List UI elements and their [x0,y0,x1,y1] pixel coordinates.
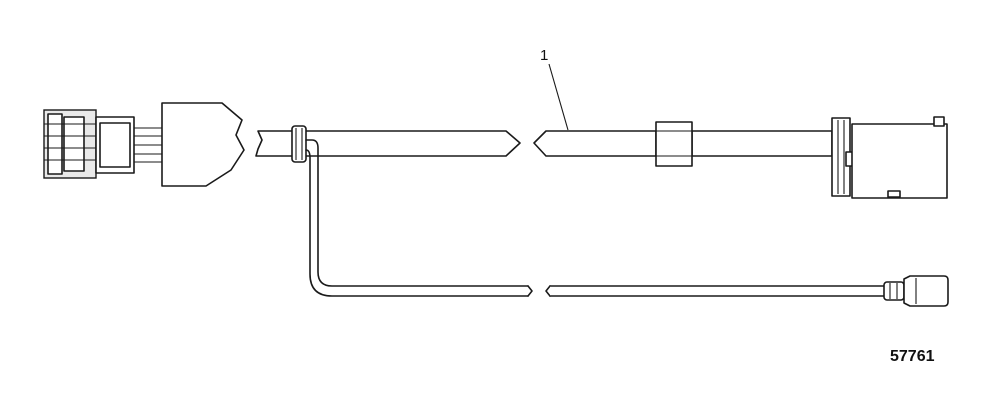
branch-lead-wire [305,139,885,297]
main-cable-right-segment [533,130,833,157]
left-multi-pin-connector [43,102,245,187]
callout-leader-line [548,63,569,131]
right-rectangular-connector [831,116,948,199]
main-cable-left-segment [255,130,521,157]
cable-clamp [655,121,693,167]
figure-number: 57761 [890,348,935,365]
branch-grommet [291,125,307,163]
callout-label-1: 1 [540,47,548,64]
branch-terminal [883,275,949,307]
